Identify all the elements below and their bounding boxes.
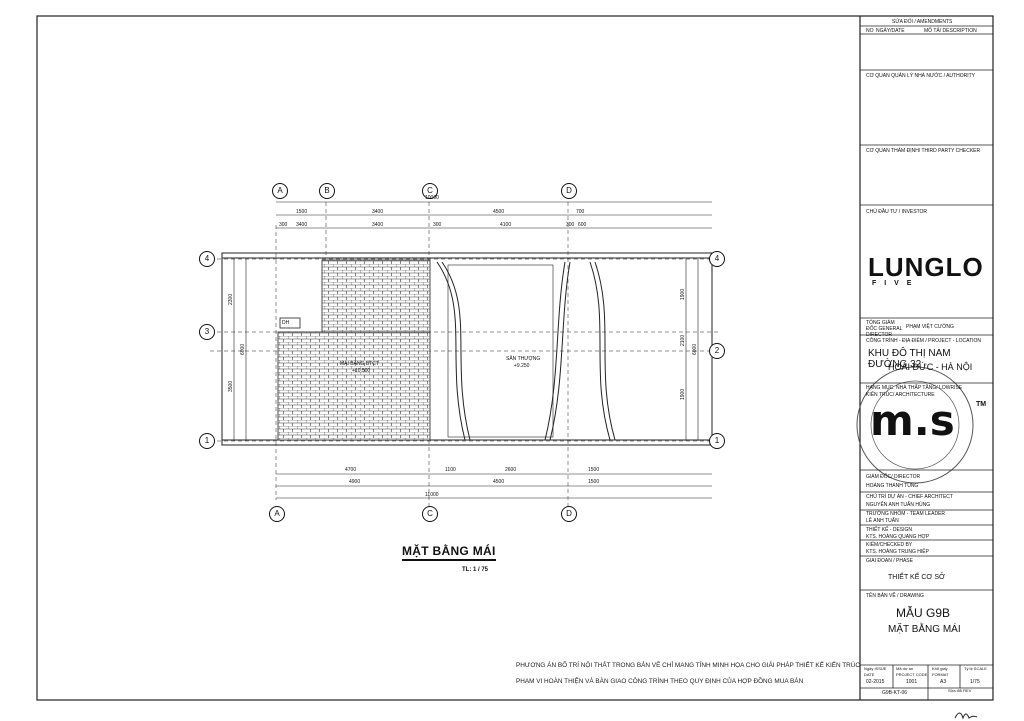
dim-bot2-1: 4900 bbox=[349, 479, 361, 485]
note-line-2: PHẠM VI HOÀN THIỆN VÀ BÀN GIAO CÔNG TRÌN… bbox=[516, 678, 804, 685]
grid-bubble-top-c: C bbox=[422, 183, 438, 199]
scale-value: 1/75 bbox=[970, 679, 980, 685]
dim-top-total: 10000 bbox=[425, 195, 439, 201]
terrace-level: +9.250 bbox=[514, 363, 530, 369]
dim-bot2-3: 1500 bbox=[588, 479, 600, 485]
dim-bot-4: 1500 bbox=[588, 467, 600, 473]
grid-bubble-bottom-a: A bbox=[269, 506, 285, 522]
general-director-name: PHẠM VIỆT CƯỜNG bbox=[906, 324, 954, 330]
issue-date-label: Ngày ISSUE DATE bbox=[864, 666, 887, 677]
chief-architect-label: CHỦ TRÌ DỰ ÁN - CHIEF ARCHITECT bbox=[866, 494, 953, 500]
dim-right-3: 1900 bbox=[680, 388, 686, 400]
dim-top-3: 4500 bbox=[493, 209, 505, 215]
project-name: KHU ĐÔ THỊ NAM ĐƯỜNG 32 bbox=[868, 348, 951, 370]
dim-top2-0: 300 bbox=[279, 222, 288, 228]
grid-bubble-top-d: D bbox=[561, 183, 577, 199]
drawing-name: MẶT BẰNG MÁI bbox=[888, 624, 961, 635]
amendments-header: SỬA ĐỔI / AMENDMENTS bbox=[892, 19, 953, 25]
dim-left-1: 2300 bbox=[228, 293, 234, 305]
note-line-1: PHƯƠNG ÁN BỐ TRÍ NỘI THẤT TRONG BẢN VẼ C… bbox=[516, 662, 861, 669]
category-label: HẠNG MỤC: NHÀ THẤP TẦNG/ LOWRISE bbox=[866, 385, 963, 391]
grid-bubble-top-b: B bbox=[319, 183, 335, 199]
sheet-code: G9B-KT-06 bbox=[882, 690, 908, 696]
grid-bubble-top-a: A bbox=[272, 183, 288, 199]
checker-label: CƠ QUAN THẨM ĐỊNH/ THIRD PARTY CHECKER bbox=[866, 148, 981, 154]
roof-level: +10.500 bbox=[352, 368, 371, 374]
dim-top-2: 3400 bbox=[372, 209, 384, 215]
designer-name: KTS. HOÀNG QUANG HỢP bbox=[866, 534, 930, 540]
director-name: HOÀNG THANH TÙNG bbox=[866, 483, 919, 489]
dim-top2-1: 3400 bbox=[296, 222, 308, 228]
grid-bubble-left-1: 1 bbox=[199, 433, 215, 449]
drawing-model: MẪU G9B bbox=[896, 606, 951, 620]
chief-architect-name: NGUYỄN ANH TUẤN HÙNG bbox=[866, 502, 931, 508]
dim-top2-6: 600 bbox=[578, 222, 587, 228]
general-director-label: TỔNG GIÁM ĐỐC GENERAL DIRECTOR bbox=[866, 320, 903, 338]
col-desc: MÔ TẢ/ DESCRIPTION bbox=[924, 28, 977, 34]
project-code: 1001 bbox=[906, 679, 918, 685]
investor-label: CHỦ ĐẦU TƯ / INVESTOR bbox=[866, 209, 928, 215]
dim-left-2: 3500 bbox=[228, 380, 234, 392]
issue-date: 02-2015 bbox=[866, 679, 885, 685]
drawing-label: TÊN BẢN VẼ / DRAWING bbox=[866, 593, 924, 599]
consultant-trademark: TM bbox=[976, 401, 987, 408]
dim-bot-total: 11000 bbox=[425, 492, 439, 498]
drawing-scale: TL: 1 / 75 bbox=[462, 567, 489, 573]
investor-logo-sub: F I V E bbox=[872, 280, 915, 287]
scale-label: Tỷ lệ SCALE bbox=[964, 666, 987, 671]
grid-bubble-bottom-d: D bbox=[561, 506, 577, 522]
dim-right-1: 1900 bbox=[680, 288, 686, 300]
discipline-label: KIẾN TRÚC/ ARCHITECTURE bbox=[866, 392, 935, 398]
dim-right-2: 2100 bbox=[680, 334, 686, 346]
project-location: HOÀI ĐỨC - HÀ NỘI bbox=[888, 362, 973, 372]
format-label: Khổ giấy FORMAT bbox=[932, 666, 949, 677]
dim-bot-2: 1100 bbox=[445, 467, 456, 473]
authority-label: CƠ QUAN QUẢN LÝ NHÀ NƯỚC / AUTHORITY bbox=[866, 73, 975, 79]
director-label: GIÁM ĐỐC/ DIRECTOR bbox=[866, 474, 921, 480]
grid-bubble-right-2: 2 bbox=[709, 343, 725, 359]
grid-bubble-left-4: 4 bbox=[199, 251, 215, 267]
grid-bubble-right-4: 4 bbox=[709, 251, 725, 267]
checked-label: KIỂM/CHECKED BY bbox=[866, 542, 913, 548]
dim-bot-3: 2600 bbox=[505, 467, 517, 473]
small-box-label: DH bbox=[282, 320, 290, 326]
consultant-logo: m.s bbox=[870, 396, 955, 445]
title-block: SỬA ĐỔI / AMENDMENTS NO NGÀY/DATE MÔ TẢ/… bbox=[862, 18, 992, 698]
phase-value: THIẾT KẾ CƠ SỞ bbox=[888, 574, 945, 581]
col-no: NO bbox=[866, 28, 874, 34]
grid-bubble-left-3: 3 bbox=[199, 324, 215, 340]
drawing-title: MẶT BẰNG MÁI bbox=[402, 544, 496, 561]
grid-bubble-bottom-c: C bbox=[422, 506, 438, 522]
dim-top2-4: 4100 bbox=[500, 222, 512, 228]
dim-top-4: 700 bbox=[576, 209, 585, 215]
project-label: CÔNG TRÌNH - ĐỊA ĐIỂM / PROJECT - LOCATI… bbox=[866, 338, 982, 344]
roof-label: MÁI BẰNG BTCT bbox=[340, 361, 379, 367]
team-leader-label: TRƯỞNG NHÓM - TEAM LEADER bbox=[866, 511, 946, 517]
investor-logo: LUNGLO bbox=[868, 252, 984, 282]
format-value: A3 bbox=[940, 679, 947, 685]
phase-label: GIAI ĐOẠN / PHASE bbox=[866, 558, 913, 564]
grid-bubble-right-1: 1 bbox=[709, 433, 725, 449]
team-leader-name: LÊ ANH TUẤN bbox=[866, 518, 899, 524]
dim-top2-5: 300 bbox=[566, 222, 575, 228]
design-label: THIẾT KẾ - DESIGN bbox=[866, 527, 913, 533]
col-date: NGÀY/DATE bbox=[876, 28, 905, 34]
checker-name: KTS. HOÀNG TRUNG HIỆP bbox=[866, 549, 929, 555]
rev-label: Sửa đổi REV bbox=[948, 688, 972, 693]
dim-top2-2: 3400 bbox=[372, 222, 384, 228]
terrace-label: SÂN THƯỢNG bbox=[506, 356, 541, 362]
dim-left-total: 6000 bbox=[240, 343, 246, 355]
dim-bot2-2: 4500 bbox=[493, 479, 505, 485]
dim-bot-1: 4700 bbox=[345, 467, 357, 473]
dim-top2-3: 300 bbox=[433, 222, 442, 228]
consultant-stamp bbox=[856, 366, 974, 484]
dim-top-1: 1500 bbox=[296, 209, 308, 215]
project-code-label: Mã dự án PROJECT CODE bbox=[896, 666, 928, 677]
dim-right-total: 6000 bbox=[692, 343, 698, 355]
